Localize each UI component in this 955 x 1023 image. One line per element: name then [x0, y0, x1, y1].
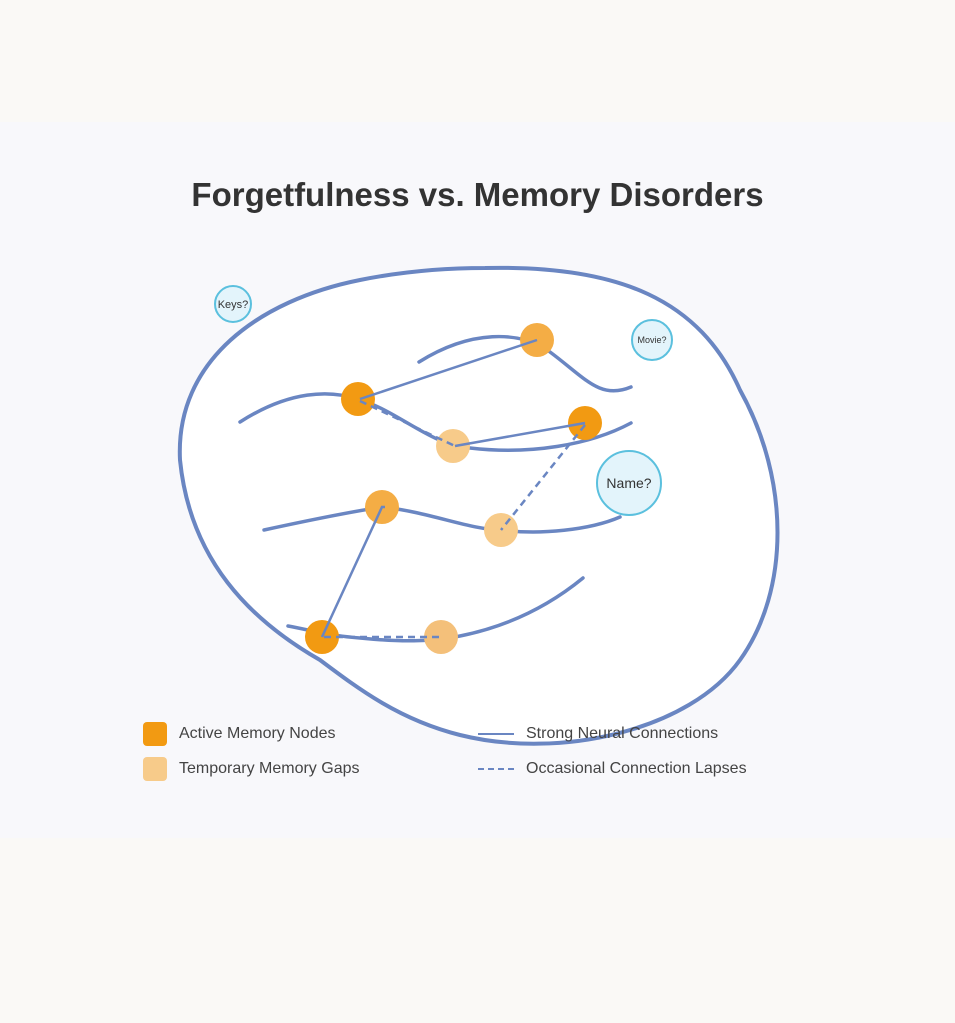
lapse-connection — [359, 399, 456, 448]
question-bubble-name: Name? — [596, 450, 662, 516]
legend-item-active-nodes: Active Memory Nodes — [143, 721, 336, 747]
question-bubble-movie: Movie? — [631, 319, 673, 361]
legend-item-connection-lapses: Occasional Connection Lapses — [478, 756, 747, 782]
legend-label: Temporary Memory Gaps — [179, 760, 360, 777]
temporary-memory-gap — [436, 429, 470, 463]
gap-node-swatch-icon — [143, 757, 167, 781]
neural-fiber — [262, 505, 622, 534]
strong-connection — [454, 421, 586, 448]
lapse-connection — [500, 424, 586, 531]
active-node-swatch-icon — [143, 722, 167, 746]
bubble-label: Keys? — [218, 299, 249, 311]
strong-connection — [359, 338, 538, 401]
active-memory-node — [341, 382, 375, 416]
bubble-label: Name? — [606, 475, 651, 491]
legend-item-strong-connections: Strong Neural Connections — [478, 721, 718, 747]
legend-item-memory-gaps: Temporary Memory Gaps — [143, 756, 360, 782]
strong-connection — [320, 505, 385, 638]
dashed-line-icon — [478, 768, 514, 770]
legend-label: Active Memory Nodes — [179, 725, 336, 742]
solid-line-icon — [478, 733, 514, 735]
legend-label: Strong Neural Connections — [526, 725, 719, 742]
page-title: Forgetfulness vs. Memory Disorders — [191, 176, 764, 213]
legend-label: Occasional Connection Lapses — [526, 760, 747, 777]
neural-fiber — [417, 334, 633, 393]
bubble-label: Movie? — [637, 335, 666, 345]
question-bubble-keys: Keys? — [214, 285, 252, 323]
temporary-memory-gap — [424, 620, 458, 654]
